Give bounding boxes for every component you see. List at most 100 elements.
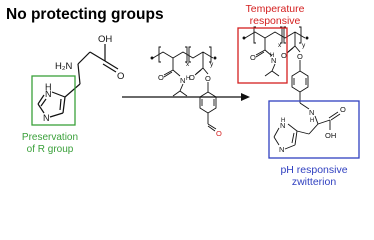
label-zwitterion: zwitterion [292,176,337,188]
bracket [280,26,283,44]
title: No protecting groups [6,6,164,23]
ring-n: N [279,145,284,154]
bond [271,63,276,72]
amine-h: H [310,118,314,124]
atom-o: O [158,73,164,82]
reaction-scheme: No protecting groups OH H₂N O N H N Pres… [6,3,360,188]
bracket [188,46,191,63]
atom-o: O [250,53,256,62]
atom-nh: N [45,89,52,99]
label-ph-responsive: pH responsive [280,164,347,176]
bond [299,102,310,110]
bond [294,45,301,53]
atom-h: H [186,76,190,82]
bond [37,103,45,114]
atom-n: N [180,76,185,85]
bracket [299,26,302,44]
bond [179,83,184,92]
bond [62,96,66,114]
r-group-highlight-box [31,75,76,126]
bond [207,123,217,130]
atom-n: N [43,113,50,123]
ring-h: H [281,118,285,124]
atom-h2n: H₂N [55,61,73,72]
aldehyde-copolymer [150,46,217,132]
atom-o: O [205,74,211,83]
bond [49,112,64,118]
bond [77,51,91,65]
amine-n: N [309,108,314,117]
bond [202,67,209,75]
chain-end-dot [213,56,217,60]
bond [273,136,280,146]
atom-o: O [340,105,346,114]
bond [207,125,216,132]
bond [328,111,339,119]
bond [296,130,310,135]
histidine-copolymer [242,26,341,150]
chain-end-dot [150,56,154,60]
bond [172,90,181,97]
subscript-x: x [186,61,190,68]
atom-n: N [271,56,276,65]
bracket [158,46,161,63]
atom-o: O [297,52,303,61]
label-responsive: responsive [250,15,301,27]
ring-n: N [280,121,285,130]
bond [264,49,273,57]
atom-h: H [45,82,52,92]
chain-end-dot [305,36,309,40]
bond [271,70,280,77]
reaction-arrow [122,93,250,101]
bond [37,94,45,105]
bond [264,70,273,77]
bond [308,123,319,135]
bond [286,47,294,54]
atom-h: H [270,53,274,59]
chain-end-dot [242,36,246,40]
subscript-y: y [302,42,306,49]
bond [51,91,66,98]
bond [40,98,47,107]
bond [314,115,319,125]
bond [59,98,62,111]
caption-r-group: of R group [27,144,74,155]
atom-o: O [281,51,287,60]
atom-oh: OH [98,34,112,45]
bond [291,132,295,144]
bracket [253,26,256,44]
bond [102,63,117,73]
diagram-stage: No protecting groups OH H₂N O N H N Pres… [6,3,360,188]
atom-o: O [189,73,195,82]
bracket [209,46,212,63]
bond [284,144,296,150]
bond [77,63,81,85]
bond [255,49,266,56]
bond [89,51,106,62]
aldehyde-oxygen: O [216,129,222,138]
bond [294,130,298,146]
bond [172,69,181,77]
bond [163,71,173,78]
histidine-molecule [37,44,119,118]
subscript-y: y [210,61,214,68]
caption-preservation: Preservation [22,132,78,143]
bond [179,90,188,97]
bracket [185,46,188,63]
bond [273,127,280,138]
bond [330,113,341,121]
bond [317,119,331,125]
subscript-x: x [278,42,282,49]
atom-o: O [117,71,124,82]
backbone [152,51,214,59]
atom-oh: OH [325,131,336,140]
label-temperature: Temperature [246,3,305,15]
ph-responsive-box [268,100,360,159]
temperature-responsive-box [237,27,288,84]
bond [255,51,265,58]
bond [104,60,119,70]
bond [194,69,202,76]
bond [64,83,81,98]
bracket [283,26,286,44]
bond [163,69,174,76]
